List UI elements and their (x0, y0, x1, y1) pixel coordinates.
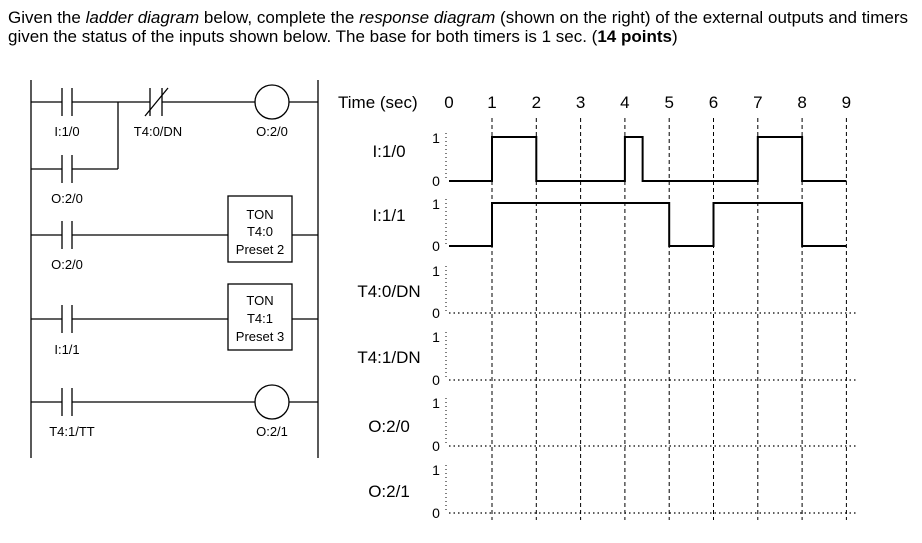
time-tick-label: 1 (487, 93, 496, 112)
time-tick-label: 8 (797, 93, 806, 112)
waveform-path (449, 136, 847, 182)
time-tick-label: 9 (842, 93, 851, 112)
contact-label: I:1/1 (54, 342, 79, 357)
level-high-label: 1 (432, 395, 440, 411)
time-tick-label: 3 (576, 93, 585, 112)
level-high-label: 1 (432, 130, 440, 146)
question-part: below, complete the (199, 8, 360, 27)
question-part: Given the (8, 8, 86, 27)
ladder-labels: I:1/0 T4:0/DN O:2/0 O:2/0 O:2/0 TON T4:0… (49, 124, 288, 439)
coil-label: O:2/0 (256, 124, 288, 139)
timer-type-label: TON (246, 293, 273, 308)
seal-in-branch (31, 102, 119, 183)
ton-block-t4-0 (227, 195, 293, 263)
response-diagram: Time (sec) 0 1 2 3 4 5 6 7 8 9 I:1/0I:1/1T4:0/DN T… (338, 93, 857, 521)
time-axis-label: Time (sec) (338, 93, 418, 112)
rung-2 (31, 195, 318, 263)
signal-name-label: O:2/0 (368, 417, 410, 436)
timer-type-label: TON (246, 207, 273, 222)
question-text: Given the ladder diagram below, complete… (8, 8, 908, 46)
signal-name-label: O:2/1 (368, 482, 410, 501)
given-waveforms (449, 136, 847, 247)
time-tick-label: 2 (532, 93, 541, 112)
time-tick-labels: 0 1 2 3 4 5 6 7 8 9 (444, 93, 851, 112)
time-tick-label: 0 (444, 93, 453, 112)
rung-3 (31, 283, 318, 351)
level-high-label: 1 (432, 329, 440, 345)
level-high-label: 1 (432, 263, 440, 279)
time-gridlines (491, 118, 847, 520)
level-low-label: 0 (432, 173, 440, 189)
coil-label: O:2/1 (256, 424, 288, 439)
contact-label: T4:1/TT (49, 424, 95, 439)
time-tick-label: 6 (709, 93, 718, 112)
time-tick-label: 4 (620, 93, 629, 112)
level-high-label: 1 (432, 462, 440, 478)
blank-answer-baselines (449, 312, 857, 514)
signal-name-label: T4:0/DN (357, 282, 420, 301)
question-points: 14 points (597, 27, 672, 46)
signal-name-label: T4:1/DN (357, 348, 420, 367)
output-coil-icon (254, 84, 290, 120)
question-emphasis-ladder: ladder diagram (85, 8, 200, 27)
level-high-label: 1 (432, 196, 440, 212)
output-coil-icon (254, 384, 290, 420)
timer-preset-label: Preset 3 (236, 329, 284, 344)
question-emphasis-response: response diagram (359, 8, 496, 27)
timer-address-label: T4:0 (247, 224, 273, 239)
level-low-label: 0 (432, 305, 440, 321)
normally-closed-slash (144, 87, 169, 117)
ton-block-t4-1 (227, 283, 293, 351)
contact-label: T4:0/DN (134, 124, 182, 139)
contact-label: O:2/0 (51, 257, 83, 272)
contact-label: I:1/0 (54, 124, 79, 139)
contact-label: O:2/0 (51, 191, 83, 206)
signal-name-label: I:1/1 (372, 206, 405, 225)
ladder-diagram (30, 80, 319, 458)
signal-names: I:1/0I:1/1T4:0/DN T4:1/DN O:2/0O:2/1 (357, 142, 420, 501)
level-markers: 1 0 1 0 1 0 1 0 1 0 1 0 (432, 130, 447, 521)
question-part: (shown on the right) of the external out… (8, 8, 908, 46)
signal-name-label: I:1/0 (372, 142, 405, 161)
level-low-label: 0 (432, 372, 440, 388)
level-low-label: 0 (432, 505, 440, 521)
timer-preset-label: Preset 2 (236, 242, 284, 257)
level-low-label: 0 (432, 438, 440, 454)
rung-4 (31, 384, 318, 420)
time-tick-label: 5 (664, 93, 673, 112)
time-tick-label: 7 (753, 93, 762, 112)
level-low-label: 0 (432, 238, 440, 254)
question-part: ) (671, 27, 678, 46)
waveform-path (449, 202, 847, 247)
rung-1 (31, 84, 318, 120)
timer-address-label: T4:1 (247, 311, 273, 326)
